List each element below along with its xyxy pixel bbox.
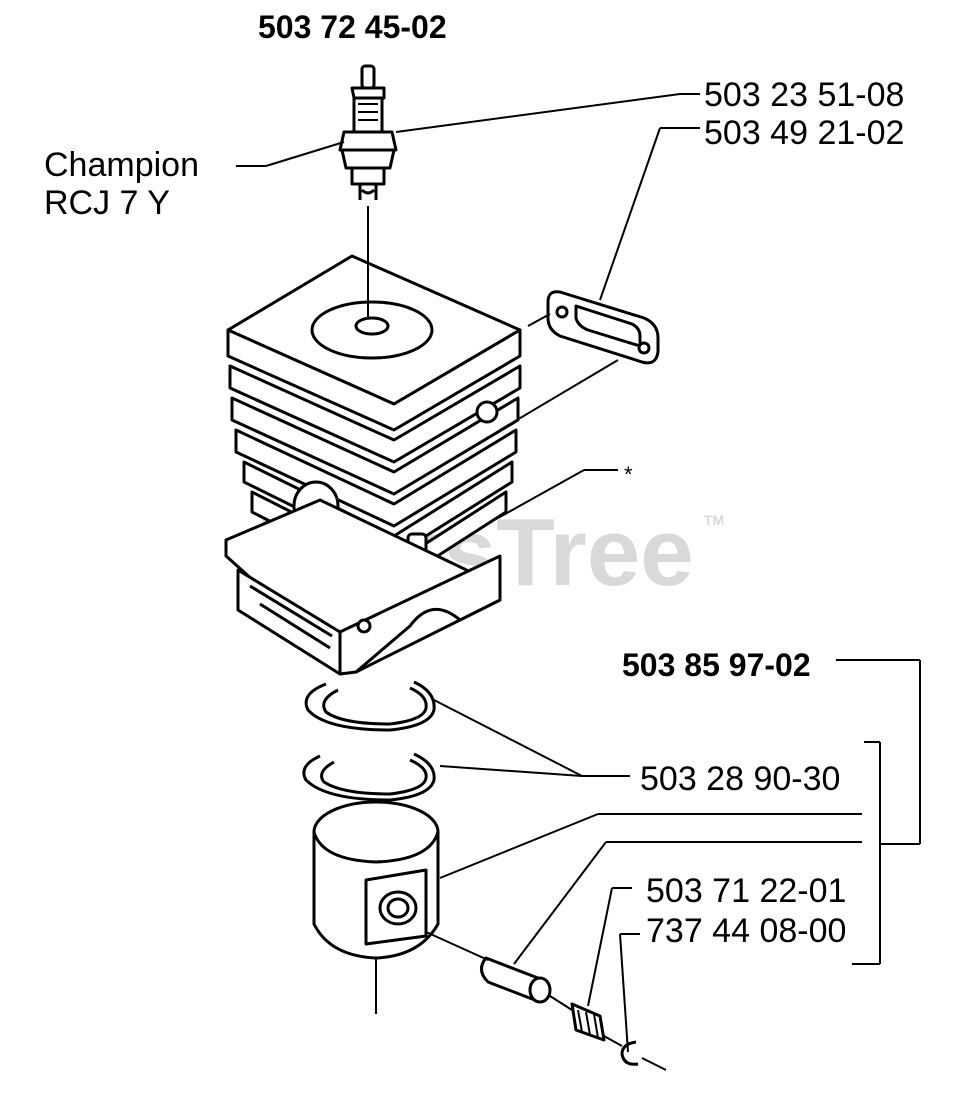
spark-plug-model-label: RCJ 7 Y [44,184,170,222]
callout-label: 503 49 21-02 [704,114,904,152]
piston [312,800,440,1014]
callout-label: 503 71 22-01 [646,872,846,910]
callout-asterisk: * [624,462,633,487]
piston-pin [480,956,552,1004]
part-number-kit: 503 85 97-02 [622,647,811,683]
watermark-trademark: TM [704,512,724,528]
spark-plug [338,64,398,200]
circlip [620,1040,639,1066]
cylinder [224,254,522,676]
part-number-spark-plug: 503 72 45-02 [258,9,447,45]
piston-rings [302,680,436,802]
needle-bearing [570,1002,606,1042]
leader-lines [236,93,921,1071]
callout-label: 503 28 90-30 [640,760,840,798]
callout-label: 503 23 51-08 [704,76,904,114]
exhaust-gasket [546,290,660,365]
callout-label: 737 44 08-00 [646,912,846,950]
spark-plug-brand-label: Champion [44,146,199,184]
